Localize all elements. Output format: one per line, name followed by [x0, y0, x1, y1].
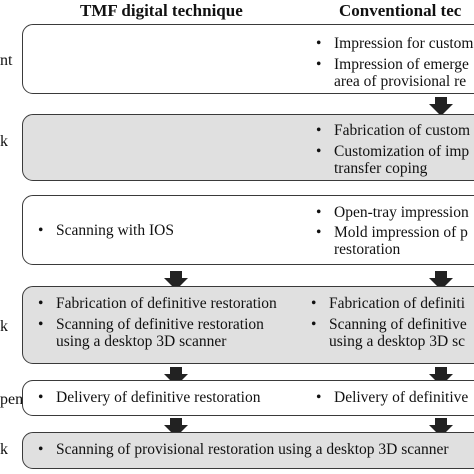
step-3-box	[22, 195, 474, 265]
arrow-down-conventional-1	[429, 97, 453, 116]
step-5-conventional-item-1: • Delivery of definitive	[316, 389, 469, 406]
step-2-conventional-item-1: • Fabrication of custom	[316, 122, 471, 139]
step-4-conventional-item-1: • Fabrication of definiti	[311, 295, 466, 312]
step-4-tmf-item-2: • Scanning of definitive restoration usi…	[38, 316, 264, 350]
step-2-box	[22, 114, 474, 181]
step-5-tmf-item-1: • Delivery of definitive restoration	[38, 389, 261, 406]
side-label-step-4: k	[0, 318, 8, 335]
step-3-tmf-item-1: • Scanning with IOS	[38, 222, 174, 239]
step-1-conventional-item-1: • Impression for custom	[316, 35, 474, 52]
step-1-conventional-item-2: • Impression of emerge area of provision…	[316, 56, 469, 90]
step-4-box	[22, 286, 474, 364]
step-5-box	[22, 380, 474, 416]
side-label-step-6: k	[0, 441, 8, 458]
step-4-conventional-item-2: • Scanning of definitive using a desktop…	[311, 316, 467, 350]
step-1-box	[22, 24, 474, 94]
step-2-conventional-item-2: • Customization of imp transfer coping	[316, 143, 470, 177]
side-label-step-2: k	[0, 133, 8, 150]
step-6-shared-item-1: • Scanning of provisional restoration us…	[38, 441, 449, 458]
side-label-step-5: pent	[0, 391, 28, 408]
step-6-box	[22, 432, 474, 469]
conventional-column-header: Conventional tec	[339, 1, 462, 20]
step-3-conventional-item-2: • Mold impression of p restoration	[316, 224, 468, 258]
side-label-step-1: nt	[0, 52, 13, 69]
tmf-column-header: TMF digital technique	[80, 1, 243, 20]
step-3-conventional-item-1: • Open-tray impression	[316, 204, 469, 221]
step-4-tmf-item-1: • Fabrication of definitive restoration	[38, 295, 277, 312]
